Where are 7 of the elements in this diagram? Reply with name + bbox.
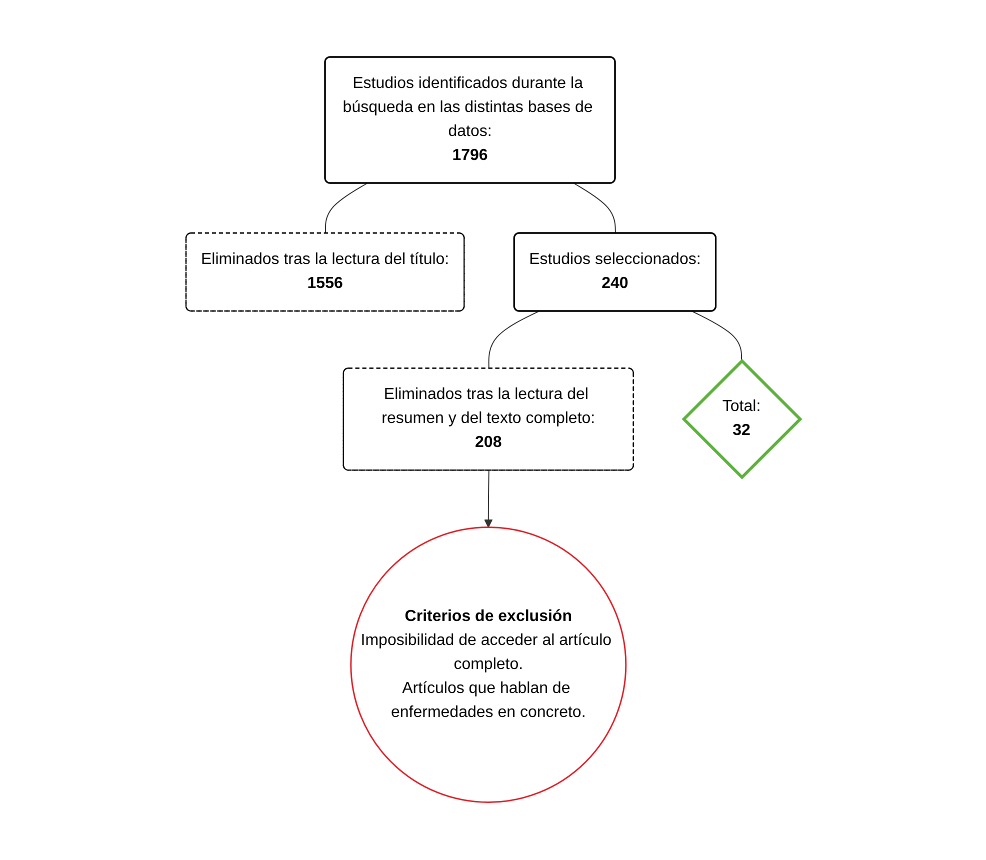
connector <box>488 311 539 370</box>
node-diamond: Total: 32 <box>682 359 802 480</box>
node-circle: Criterios de exclusión Imposibilidad de acceder al artículo completo. Artículos que hablan de enfermedades en concreto. <box>350 526 627 804</box>
connector <box>324 183 368 234</box>
connector <box>574 183 616 234</box>
connector <box>692 311 742 362</box>
arrow <box>484 470 493 528</box>
